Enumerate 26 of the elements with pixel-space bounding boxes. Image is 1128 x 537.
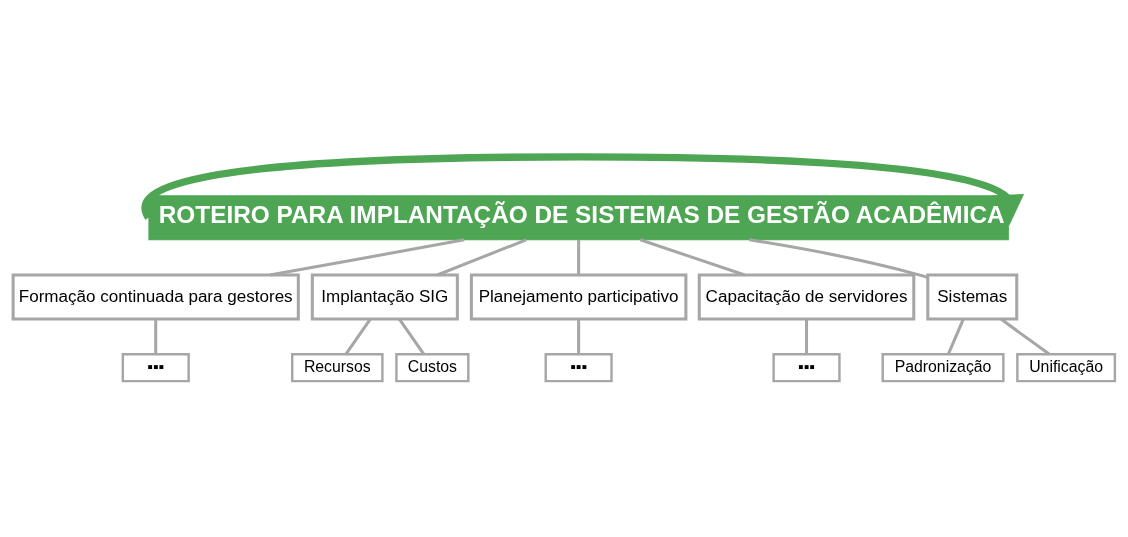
node-box: ▪▪▪ <box>772 352 841 382</box>
node-box: Padronização <box>881 352 1005 382</box>
node-box: ▪▪▪ <box>544 352 613 382</box>
node-box: ▪▪▪ <box>121 352 190 382</box>
connector <box>269 237 465 277</box>
connector <box>946 318 965 355</box>
connector <box>398 317 425 355</box>
node-box: ROTEIRO PARA IMPLANTAÇÃO DE SISTEMAS DE GESTÃO ACADÊMICA <box>148 194 1009 240</box>
node-box: Recursos <box>291 352 384 382</box>
node-box: Unificação <box>1016 352 1117 382</box>
node-box: Formação continuada para gestores <box>11 273 300 320</box>
connector <box>639 237 746 276</box>
connector <box>805 318 809 354</box>
connector <box>577 239 581 275</box>
node-box: Sistemas <box>926 273 1019 320</box>
node-box: Planejamento participativo <box>469 273 688 320</box>
node-box: Implantação SIG <box>310 273 459 320</box>
connector <box>577 318 581 354</box>
node-box: Capacitação de servidores <box>697 273 916 320</box>
connector <box>154 318 158 354</box>
arrow <box>141 152 1025 226</box>
connector <box>436 237 527 276</box>
node-box: Custos <box>395 352 470 382</box>
connector <box>1000 317 1050 355</box>
connector <box>749 237 928 279</box>
connector <box>344 317 372 355</box>
